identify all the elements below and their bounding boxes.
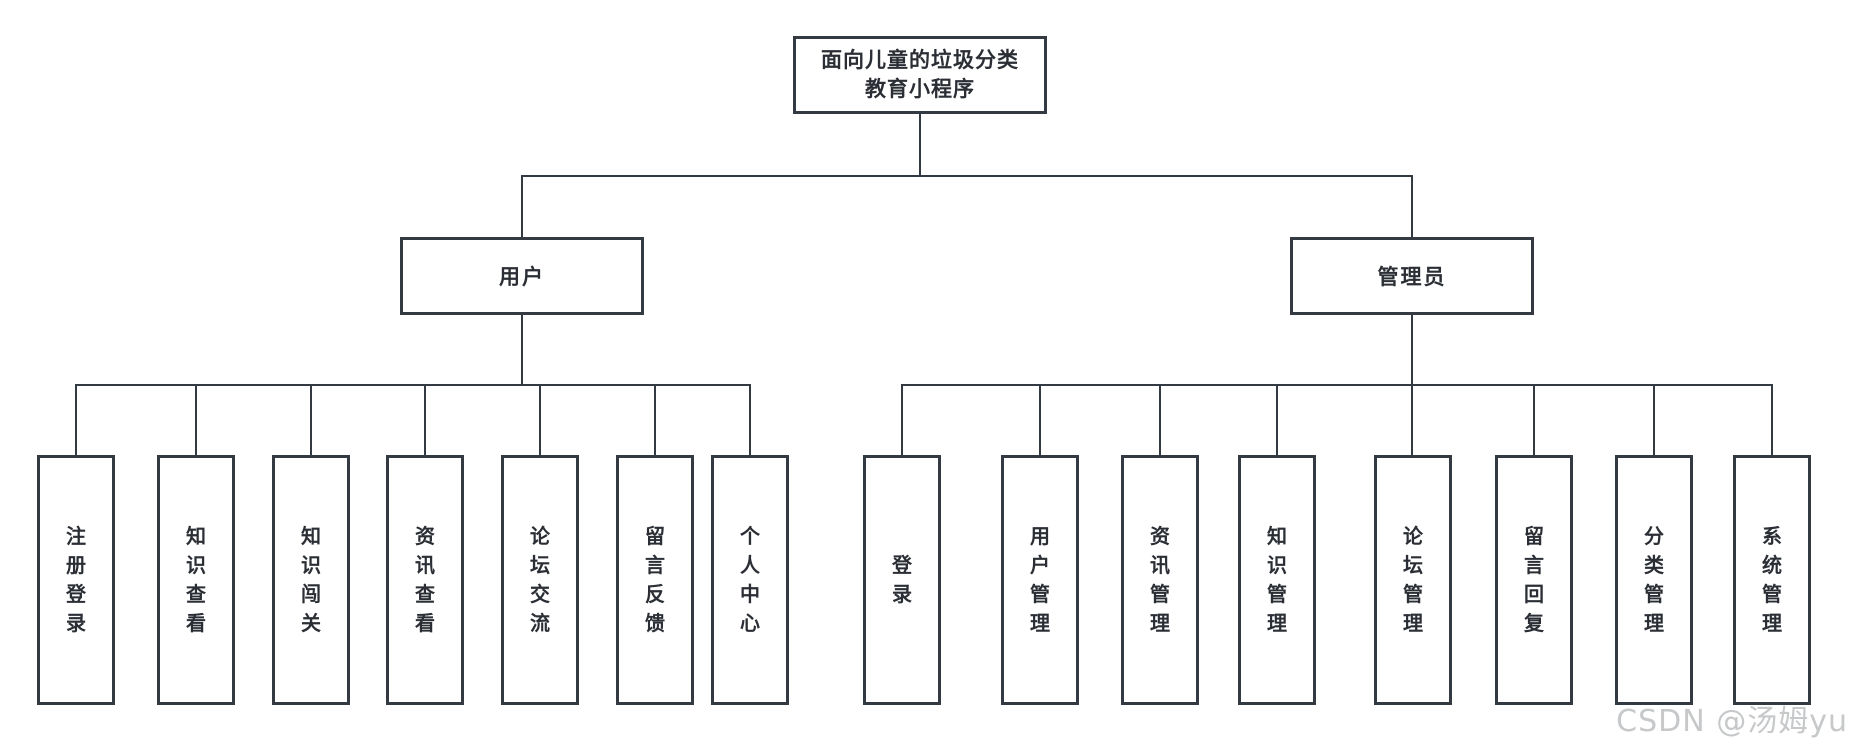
connector-user-stub-6	[654, 386, 656, 455]
csdn-watermark: CSDN @汤姆yu	[1616, 704, 1848, 739]
leaf-knowledge-view: 知识查看	[157, 455, 235, 705]
connector-admin-stub-3	[1159, 386, 1161, 455]
node-branch-admin: 管理员	[1290, 237, 1534, 315]
connector-user-stub-4	[424, 386, 426, 455]
connector-admin-stub-4	[1276, 386, 1278, 455]
node-root: 面向儿童的垃圾分类 教育小程序	[793, 36, 1047, 114]
leaf-forum-management: 论坛管理	[1374, 455, 1452, 705]
connector-admin-down	[1411, 315, 1413, 386]
connector-admin-up	[1411, 175, 1413, 237]
branch-admin-label: 管理员	[1377, 265, 1447, 289]
root-title-line2: 教育小程序	[865, 77, 975, 101]
connector-user-down	[521, 315, 523, 386]
leaf-personal-center: 个人中心	[711, 455, 789, 705]
leaf-news-view: 资讯查看	[386, 455, 464, 705]
connector-user-up	[521, 175, 523, 237]
connector-user-stub-2	[195, 386, 197, 455]
connector-admin-stub-1	[901, 386, 903, 455]
connector-admin-bus	[901, 384, 1773, 386]
connector-admin-stub-8	[1771, 386, 1773, 455]
connector-admin-stub-6	[1533, 386, 1535, 455]
leaf-user-management: 用户管理	[1001, 455, 1079, 705]
connector-user-stub-1	[75, 386, 77, 455]
leaf-register-login: 注册登录	[37, 455, 115, 705]
connector-user-stub-7	[749, 386, 751, 455]
connector-admin-stub-2	[1039, 386, 1041, 455]
leaf-system-management: 系统管理	[1733, 455, 1811, 705]
connector-user-bus	[75, 384, 751, 386]
leaf-message-reply: 留言回复	[1495, 455, 1573, 705]
root-title-line1: 面向儿童的垃圾分类	[821, 48, 1019, 72]
connector-root-down	[919, 114, 921, 177]
leaf-news-management: 资讯管理	[1121, 455, 1199, 705]
leaf-category-management: 分类管理	[1615, 455, 1693, 705]
leaf-login: 登录	[863, 455, 941, 705]
leaf-forum-exchange: 论坛交流	[501, 455, 579, 705]
leaf-knowledge-challenge: 知识闯关	[272, 455, 350, 705]
connector-admin-stub-5	[1411, 386, 1413, 455]
connector-user-stub-5	[539, 386, 541, 455]
branch-user-label: 用户	[499, 265, 545, 289]
leaf-message-feedback: 留言反馈	[616, 455, 694, 705]
connector-top-bus	[521, 175, 1413, 177]
leaf-knowledge-management: 知识管理	[1238, 455, 1316, 705]
node-branch-user: 用户	[400, 237, 644, 315]
connector-user-stub-3	[310, 386, 312, 455]
connector-admin-stub-7	[1653, 386, 1655, 455]
